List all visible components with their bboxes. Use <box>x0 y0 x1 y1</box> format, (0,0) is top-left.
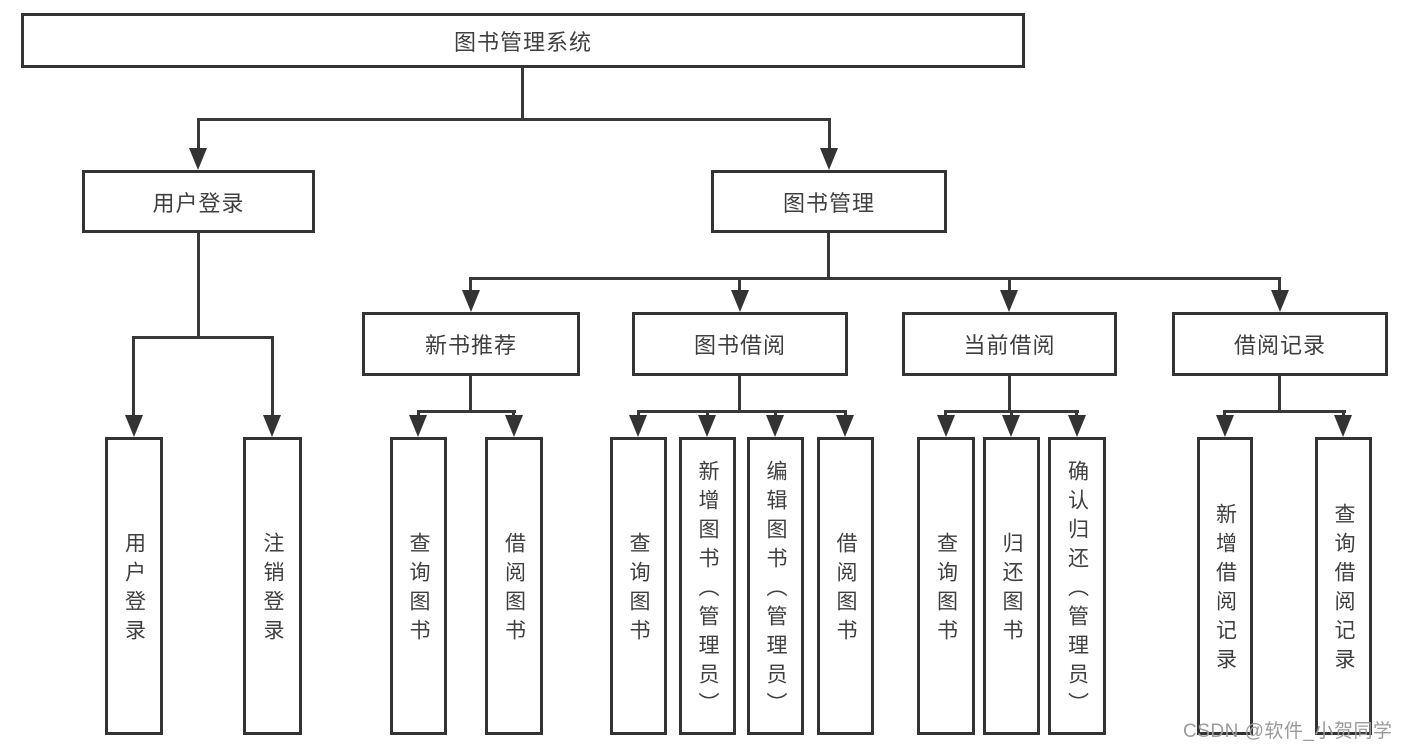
leaf-label: 归还图书 <box>1000 532 1023 648</box>
node-library-management-system: 图书管理系统 <box>21 13 1025 68</box>
arrowhead-down-icon <box>1216 415 1234 437</box>
connector-line <box>521 68 524 118</box>
csdn-watermark: CSDN @软件_小贺同学 <box>1183 721 1393 742</box>
connector-line <box>417 410 420 419</box>
connector-line <box>944 410 947 419</box>
arrowhead-down-icon <box>1334 415 1352 437</box>
connector-line <box>469 376 472 410</box>
connector-line <box>1008 277 1011 294</box>
connector-line <box>1010 410 1013 419</box>
leaf-borrowing-edit-books-admin: 编辑图书（管理员） <box>747 437 804 735</box>
node-label: 图书管理系统 <box>453 29 592 55</box>
connector-line <box>738 376 741 410</box>
connector-line <box>1008 376 1011 410</box>
arrowhead-down-icon <box>125 415 143 437</box>
arrowhead-down-icon <box>937 415 955 437</box>
arrowhead-down-icon <box>731 290 749 312</box>
node-label: 用户登录 <box>152 190 245 216</box>
leaf-label: 新增借阅记录 <box>1213 503 1237 677</box>
leaf-logout: 注销登录 <box>243 437 302 735</box>
leaf-label: 查询借阅记录 <box>1332 503 1355 677</box>
node-new-book-recommendation: 新书推荐 <box>362 312 580 376</box>
leaf-label: 新增图书（管理员） <box>696 459 719 721</box>
connector-line <box>844 410 847 419</box>
node-user-login: 用户登录 <box>82 170 315 233</box>
leaf-user-login: 用户登录 <box>105 437 163 735</box>
arrowhead-down-icon <box>820 148 838 170</box>
node-book-borrowing: 图书借阅 <box>632 312 848 376</box>
connector-line <box>469 277 1281 280</box>
leaf-label: 编辑图书（管理员） <box>764 459 787 721</box>
arrowhead-down-icon <box>766 415 784 437</box>
connector-line <box>417 410 516 413</box>
arrowhead-down-icon <box>263 415 281 437</box>
leaf-label: 借阅图书 <box>502 532 526 648</box>
connector-line <box>132 336 135 419</box>
connector-line <box>1278 277 1281 294</box>
node-label: 当前借阅 <box>963 333 1056 358</box>
node-label: 图书管理 <box>782 190 875 216</box>
connector-line <box>1223 410 1346 413</box>
arrowhead-down-icon <box>462 290 480 312</box>
node-label: 新书推荐 <box>424 333 517 358</box>
arrowhead-down-icon <box>1000 290 1018 312</box>
leaf-borrowing-query-books: 查询图书 <box>610 437 667 735</box>
connector-line <box>1075 410 1078 419</box>
arrowhead-down-icon <box>836 415 854 437</box>
connector-line <box>1342 410 1345 419</box>
connector-line <box>828 118 831 152</box>
connector-line <box>1223 410 1226 419</box>
node-current-borrowing: 当前借阅 <box>902 312 1117 376</box>
leaf-label: 查询图书 <box>407 532 430 648</box>
arrowhead-down-icon <box>189 148 207 170</box>
leaf-label: 查询图书 <box>627 532 650 648</box>
leaf-label: 借阅图书 <box>834 532 857 648</box>
leaf-records-add-borrow-record: 新增借阅记录 <box>1197 437 1253 735</box>
node-label: 图书借阅 <box>693 333 786 358</box>
connector-line <box>637 410 847 413</box>
connector-line <box>197 233 200 336</box>
connector-line <box>738 277 741 294</box>
connector-line <box>706 410 709 419</box>
leaf-label: 确认归还（管理员） <box>1065 459 1089 721</box>
leaf-label: 查询图书 <box>934 532 958 648</box>
leaf-newbook-borrow-books: 借阅图书 <box>485 437 543 735</box>
connector-line <box>469 277 472 294</box>
arrowhead-down-icon <box>629 415 647 437</box>
connector-line <box>827 233 830 277</box>
leaf-borrowing-add-books-admin: 新增图书（管理员） <box>679 437 736 735</box>
arrowhead-down-icon <box>1271 290 1289 312</box>
connector-line <box>637 410 640 419</box>
leaf-label: 用户登录 <box>122 532 146 648</box>
arrowhead-down-icon <box>1002 415 1020 437</box>
connector-line <box>774 410 777 419</box>
leaf-borrowing-borrow-books: 借阅图书 <box>817 437 874 735</box>
arrowhead-down-icon <box>409 415 427 437</box>
leaf-current-query-books: 查询图书 <box>917 437 975 735</box>
connector-line <box>197 118 200 152</box>
arrowhead-down-icon <box>505 415 523 437</box>
node-borrowing-records: 借阅记录 <box>1172 312 1388 376</box>
arrowhead-down-icon <box>698 415 716 437</box>
connector-line <box>1278 376 1281 410</box>
connector-line <box>512 410 515 419</box>
leaf-newbook-query-books: 查询图书 <box>390 437 447 735</box>
connector-line <box>271 336 274 419</box>
leaf-current-confirm-return-admin: 确认归还（管理员） <box>1048 437 1106 735</box>
leaf-current-return-books: 归还图书 <box>983 437 1040 735</box>
leaf-records-query-borrow-record: 查询借阅记录 <box>1315 437 1372 735</box>
node-book-management: 图书管理 <box>711 170 947 233</box>
leaf-label: 注销登录 <box>261 532 284 648</box>
arrowhead-down-icon <box>1068 415 1086 437</box>
node-label: 借阅记录 <box>1233 333 1326 358</box>
connector-line <box>132 336 274 339</box>
connector-line <box>197 118 831 121</box>
